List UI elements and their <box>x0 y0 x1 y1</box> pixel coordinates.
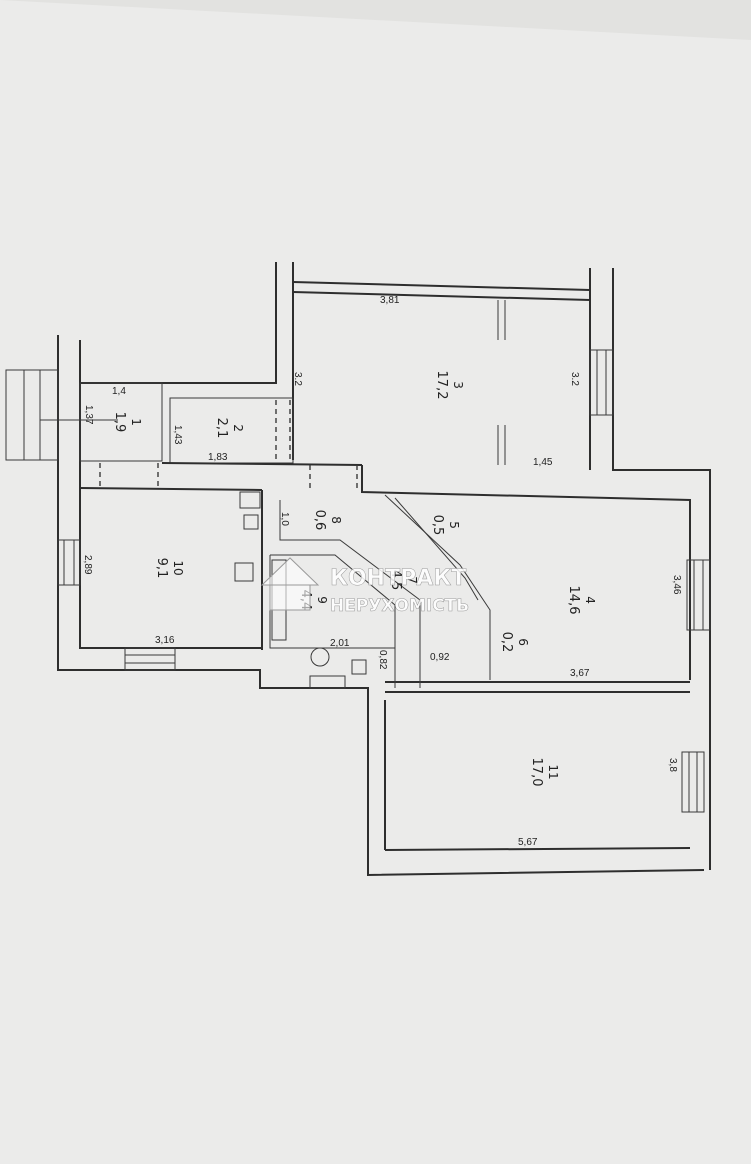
dim-3-2-right: 3.2 <box>569 372 580 386</box>
room-3-area: 17,2 <box>434 371 449 400</box>
room-6-number: 6 <box>516 638 530 646</box>
windows <box>5 349 711 813</box>
stove-icon <box>239 491 261 509</box>
room-11-number: 11 <box>546 764 560 779</box>
dim-1-37: 1,37 <box>83 405 94 425</box>
room-5-number: 5 <box>447 521 461 529</box>
dim-0-82: 0,82 <box>377 650 388 670</box>
watermark-line2: НЕРУХОМІСТЬ <box>330 596 469 616</box>
watermark: КОНТРАКТ НЕРУХОМІСТЬ <box>260 557 470 616</box>
dim-3-81: 3,81 <box>380 295 400 306</box>
openings <box>40 400 358 492</box>
dim-1-43: 1,43 <box>172 425 183 445</box>
dim-3-2-left: 3.2 <box>292 372 303 386</box>
sink-icon <box>243 514 259 530</box>
dim-2-89: 2,89 <box>82 555 93 575</box>
room-4-number: 4 <box>583 596 597 604</box>
toilet-icon <box>310 647 330 667</box>
dim-3-67: 3,67 <box>570 668 590 679</box>
dim-1-0: 1,0 <box>279 512 290 526</box>
room-4-area: 14,6 <box>566 586 581 615</box>
room-7-number: 7 <box>405 576 419 584</box>
room-1-area: 1,9 <box>112 412 127 433</box>
dim-1-4: 1,4 <box>112 386 126 397</box>
dim-5-67: 5,67 <box>518 837 538 848</box>
room-2-area: 2,1 <box>214 418 229 439</box>
watermark-line1: КОНТРАКТ <box>330 566 466 591</box>
dimension-labels: 3,81 3.2 3.2 1,45 1,4 1,37 1,43 1,83 2,8… <box>82 295 682 848</box>
room-5-area: 0,5 <box>430 515 445 536</box>
dim-3-8: 3,8 <box>667 758 678 772</box>
room-1-number: 1 <box>129 418 143 426</box>
dim-0-92: 0,92 <box>430 652 450 663</box>
room-11-area: 17,0 <box>529 758 544 787</box>
dim-3-16: 3,16 <box>155 635 175 646</box>
dim-3-46: 3,46 <box>671 575 682 595</box>
boiler-icon <box>234 562 254 582</box>
basin-icon <box>351 659 367 675</box>
walls <box>57 262 711 877</box>
room-7-area: 4,5 <box>388 570 403 591</box>
room-10-number: 10 <box>171 560 185 575</box>
room-8-area: 0,6 <box>312 510 327 531</box>
dim-1-83: 1,83 <box>208 452 228 463</box>
dim-1-45: 1,45 <box>533 457 553 468</box>
room-8-number: 8 <box>329 516 343 524</box>
room-6-area: 0,2 <box>499 632 514 653</box>
room-10-area: 9,1 <box>154 558 169 579</box>
room-9-number: 9 <box>315 596 329 604</box>
room-2-number: 2 <box>231 424 245 432</box>
dim-2-01: 2,01 <box>330 638 350 649</box>
room-3-number: 3 <box>451 381 465 389</box>
